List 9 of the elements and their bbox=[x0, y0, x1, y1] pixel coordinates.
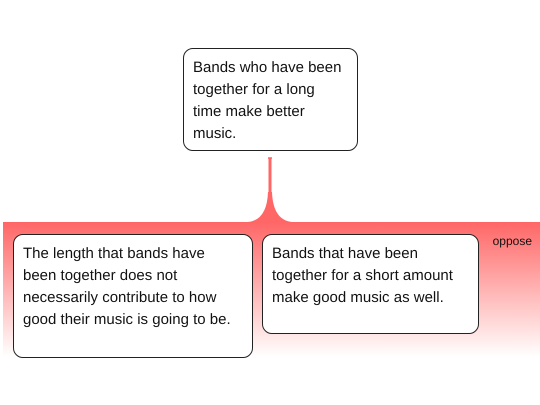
reason-box bbox=[262, 234, 479, 334]
objection-band bbox=[3, 222, 540, 357]
claim-text: The length that bands have been together does not necessarily contribute to how good their music is going to be. bbox=[23, 244, 232, 330]
reason-box bbox=[13, 234, 253, 358]
claim-text: Bands that have been together for a short amount make good music as well. bbox=[272, 244, 454, 308]
objection-connector bbox=[248, 157, 292, 222]
relation-label: oppose bbox=[492, 234, 532, 248]
claim-text: Bands who have been together for a long time make better music. bbox=[193, 58, 342, 144]
claim-box bbox=[183, 48, 358, 151]
